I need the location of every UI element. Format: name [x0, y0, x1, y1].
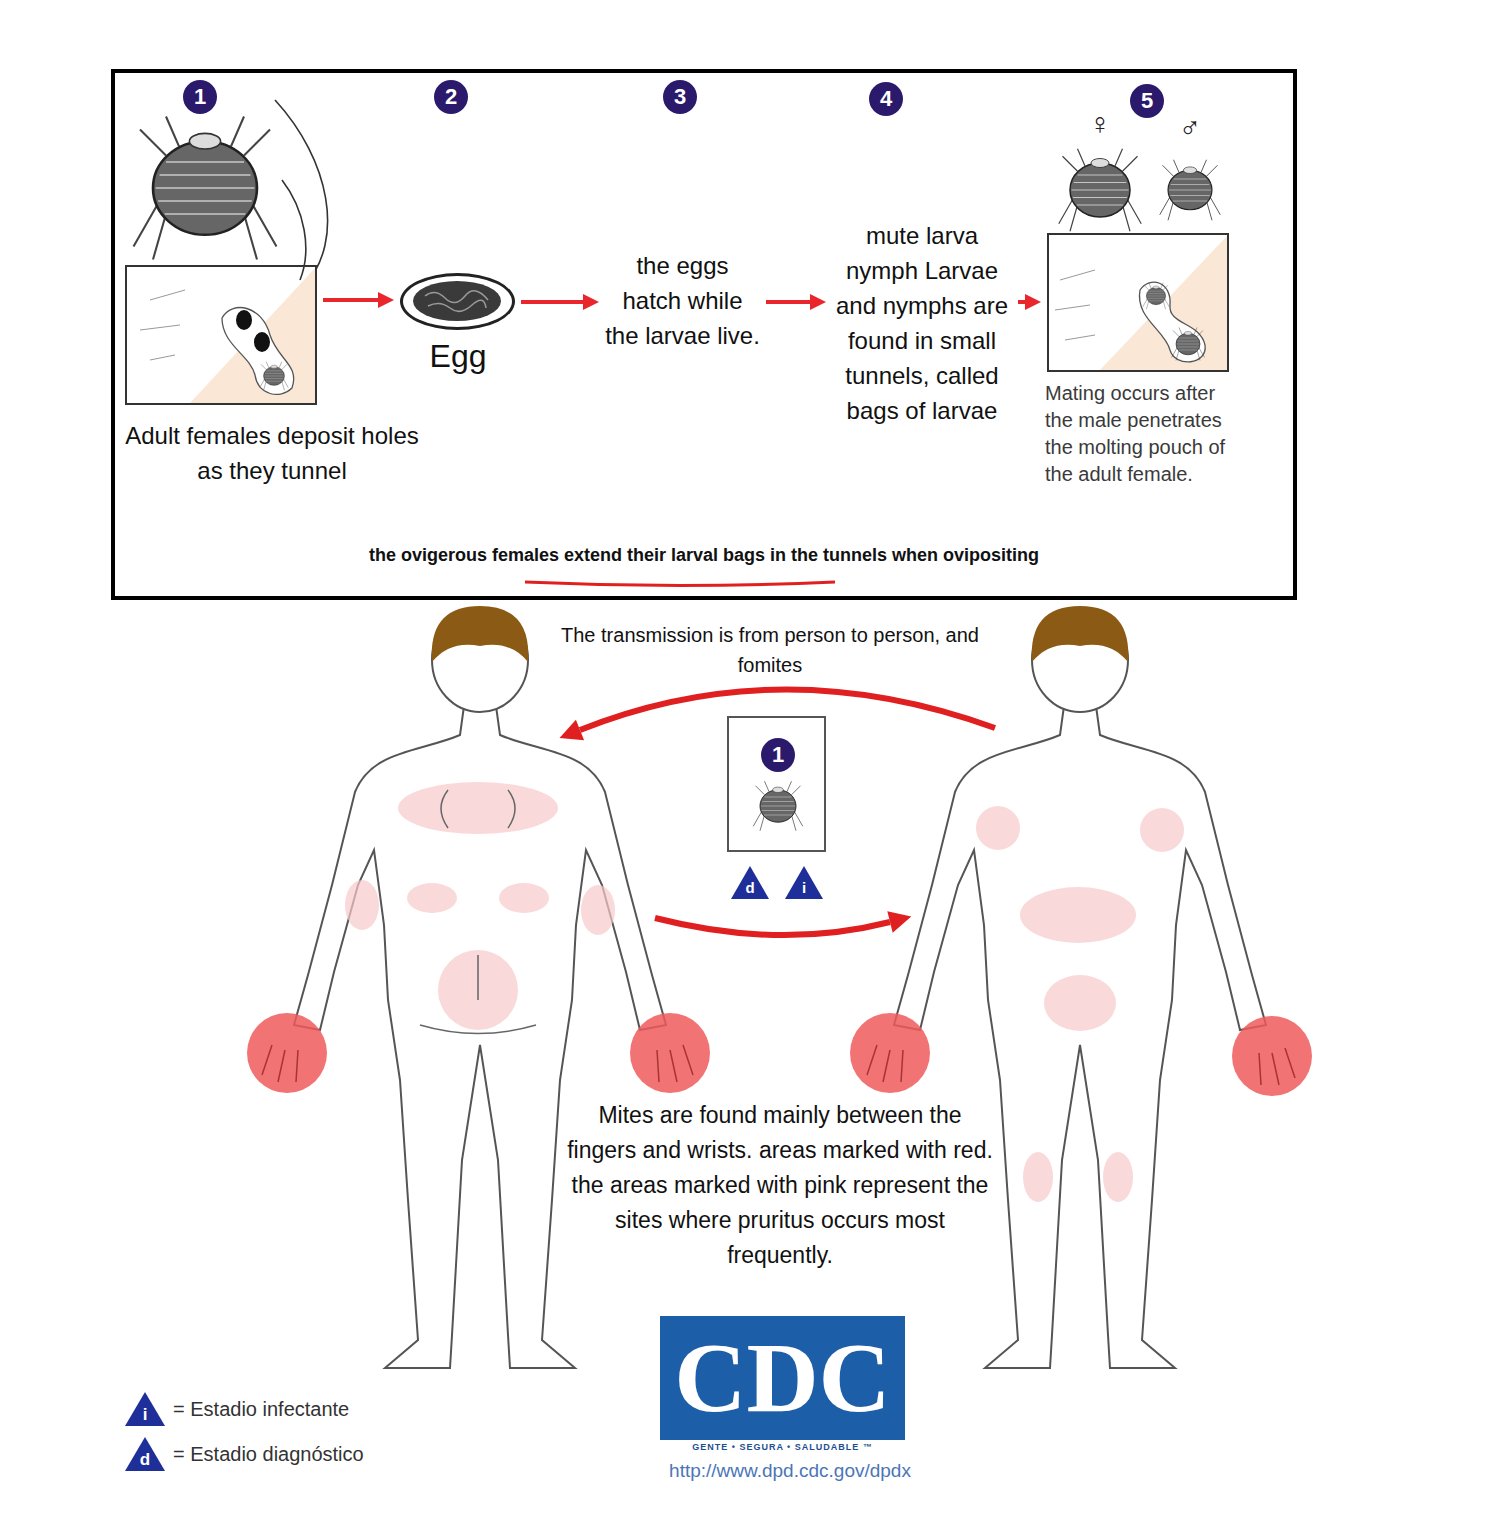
node-text: Egg — [383, 336, 533, 376]
stage-box: 1 — [727, 716, 826, 852]
node-text: 1 — [761, 738, 795, 772]
sex-symbol: ♂ — [1172, 110, 1208, 146]
arrow-line — [521, 300, 585, 304]
node-text: Adult females deposit holes as they tunn… — [122, 418, 422, 488]
stage-text: mute larva nymph Larvae and nymphs are f… — [832, 218, 1012, 432]
note-text: Mites are found mainly between the finge… — [565, 1098, 995, 1273]
flow-arrow — [1018, 294, 1041, 310]
logo-tagline: GENTE • SEGURA • SALUDABLE ™ — [640, 1442, 925, 1452]
egg-ellipse: Egg — [400, 273, 515, 330]
node-text: Mating occurs after the male penetrates … — [1045, 380, 1245, 488]
logo-box — [660, 1316, 905, 1440]
legend-triangle — [125, 1437, 165, 1471]
flow-arrow — [323, 292, 394, 308]
lifecycle-frame: the ovigerous females extend their larva… — [111, 69, 1297, 600]
mite-drawing — [753, 781, 803, 831]
mite-drawing — [1059, 149, 1142, 232]
stage-box: Mating occurs after the male penetrates … — [1047, 233, 1229, 372]
node-text: the eggs hatch while the larvae live. — [605, 248, 760, 353]
skin-area — [190, 268, 315, 403]
callout-number: 5 — [1130, 84, 1164, 118]
mite-drawing — [1143, 283, 1169, 309]
skin-lines — [1055, 270, 1095, 340]
tunnel — [222, 308, 294, 395]
arrow-head — [810, 294, 826, 310]
callout-number: 1 — [183, 80, 217, 114]
stage-triangle — [731, 866, 769, 899]
legend-triangle — [125, 1392, 165, 1426]
egg-texture — [425, 291, 488, 312]
egg-dot — [236, 310, 252, 330]
underline — [525, 582, 835, 586]
egg-drawing — [413, 281, 501, 321]
arrow-head — [583, 294, 599, 310]
stage-letter: i — [794, 877, 814, 899]
leader-curve — [275, 100, 328, 285]
sex-symbol: ♀ — [1082, 106, 1118, 142]
arrow-head — [560, 720, 585, 740]
arrow-head — [1025, 294, 1041, 310]
logo-text: CDC — [660, 1316, 905, 1440]
skin-area — [1100, 236, 1227, 370]
body-lines — [420, 790, 536, 1034]
legend-letter: d — [135, 1449, 155, 1471]
arrow-line — [323, 298, 380, 302]
stage-box: Adult females deposit holes as they tunn… — [125, 265, 317, 405]
arrow-head — [887, 911, 911, 932]
arrow-line — [766, 300, 812, 304]
mite-areas — [247, 1013, 1312, 1096]
mite-drawing — [1160, 160, 1221, 221]
flow-arrow — [521, 294, 599, 310]
transmission-arrow — [655, 918, 890, 935]
finger-lines — [262, 1045, 1295, 1085]
callout-number: 3 — [663, 80, 697, 114]
stage-letter: d — [740, 877, 760, 899]
mite-drawing — [1172, 328, 1205, 361]
transmission-arrow — [580, 689, 995, 730]
arrow-head — [378, 292, 394, 308]
flow-arrow — [766, 294, 826, 310]
url-text: http://www.dpd.cdc.gov/dpdx — [590, 1460, 990, 1482]
legend-text: = Estadio infectante — [173, 1396, 349, 1422]
legend-letter: i — [135, 1404, 155, 1426]
mite-drawing — [134, 117, 277, 260]
stage-triangle — [785, 866, 823, 899]
note-text: The transmission is from person to perso… — [540, 620, 1000, 680]
callout-number: 4 — [869, 82, 903, 116]
node-text: mute larva nymph Larvae and nymphs are f… — [832, 218, 1012, 428]
node-text: the ovigerous females extend their larva… — [115, 545, 1293, 566]
arrow-line — [1018, 300, 1027, 304]
callout-number: 2 — [434, 80, 468, 114]
mite-drawing — [260, 362, 289, 391]
tunnel — [1139, 282, 1205, 362]
body-front — [894, 606, 1266, 1368]
skin-lines — [140, 290, 185, 360]
stage-text: the eggs hatch while the larvae live. — [605, 248, 760, 357]
legend-text: = Estadio diagnóstico — [173, 1441, 364, 1467]
egg-dot — [254, 332, 270, 352]
